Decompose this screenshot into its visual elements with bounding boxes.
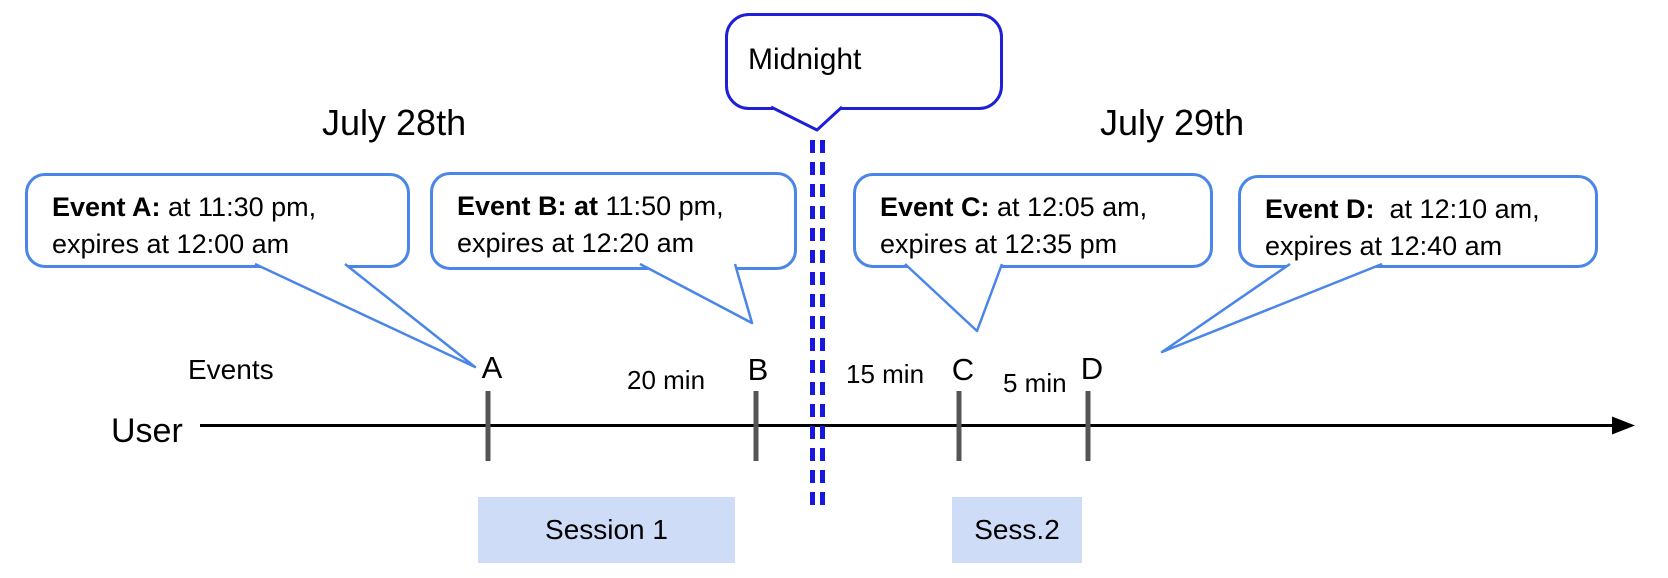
session-1-label: Session 1 [545, 514, 668, 545]
event-c-time: at 12:05 am, [989, 192, 1148, 222]
event-d-title: Event D: [1265, 194, 1375, 224]
event-a-title: Event A: [52, 192, 161, 222]
date-label-july-29: July 29th [1100, 102, 1245, 143]
event-a-callout: Event A: at 11:30 pm, expires at 12:00 am [25, 173, 410, 268]
event-c-callout-tail [904, 263, 1004, 333]
event-b-title: Event B: at [457, 191, 599, 221]
event-c-callout: Event C: at 12:05 am, expires at 12:35 pm [853, 173, 1213, 268]
user-axis-label: User [111, 412, 183, 450]
interval-label-5min: 5 min [1003, 368, 1067, 398]
event-d-time: at 12:10 am, [1374, 194, 1540, 224]
event-b-expiry: expires at 12:20 am [457, 228, 695, 258]
session-2-label: Sess.2 [974, 514, 1060, 545]
event-c-title: Event C: [880, 192, 990, 222]
event-b-text: Event B: at 11:50 pm, expires at 12:20 am [433, 175, 794, 262]
interval-label-20min: 20 min [627, 365, 706, 395]
event-d-text: Event D: at 12:10 am, expires at 12:40 am [1241, 178, 1595, 265]
timeline-arrowhead-icon [1612, 416, 1635, 435]
event-a-expiry: expires at 12:00 am [52, 229, 290, 259]
event-b-callout: Event B: at 11:50 pm, expires at 12:20 am [430, 172, 797, 270]
midnight-callout-tail [770, 105, 844, 132]
events-axis-label: Events [188, 354, 274, 385]
tick-label-c: C [951, 352, 975, 387]
interval-label-15min: 15 min [846, 359, 925, 389]
event-a-text: Event A: at 11:30 pm, expires at 12:00 am [28, 176, 407, 263]
event-d-callout: Event D: at 12:10 am, expires at 12:40 am [1238, 175, 1598, 268]
session-2-box: Sess.2 [952, 497, 1082, 563]
event-b-time: 11:50 pm, [598, 191, 724, 221]
event-c-text: Event C: at 12:05 am, expires at 12:35 pm [856, 176, 1210, 263]
date-label-july-28: July 28th [322, 102, 467, 143]
tick-label-a: A [481, 350, 503, 385]
midnight-callout: Midnight [725, 13, 1003, 110]
event-a-callout-tail [254, 262, 477, 369]
event-d-callout-tail [1160, 262, 1383, 354]
event-d-expiry: expires at 12:40 am [1265, 231, 1503, 261]
event-b-callout-tail [639, 262, 754, 325]
session-1-box: Session 1 [478, 497, 735, 563]
event-a-time: at 11:30 pm, [160, 192, 317, 222]
midnight-label: Midnight [748, 43, 862, 76]
tick-label-b: B [747, 352, 769, 387]
tick-label-d: D [1080, 351, 1104, 386]
event-c-expiry: expires at 12:35 pm [880, 229, 1118, 259]
